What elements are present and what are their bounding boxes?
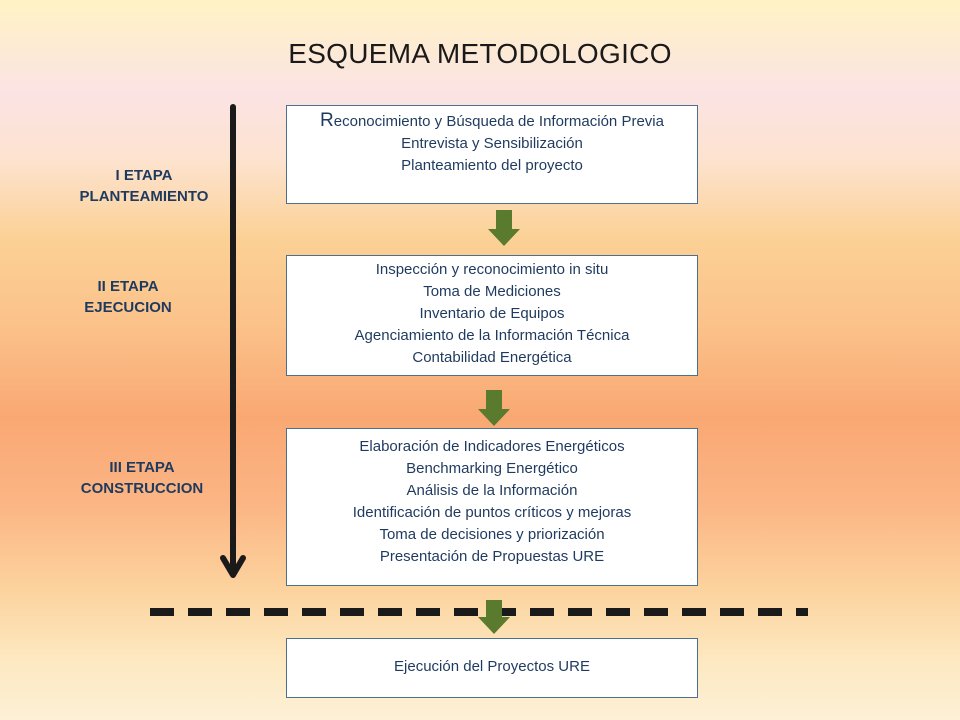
step-box-ejecucion-proyectos: Ejecución del Proyectos URE — [286, 638, 698, 698]
box-3-line-3: Análisis de la Información — [406, 482, 578, 499]
stage-1-name: PLANTEAMIENTO — [79, 188, 209, 205]
stage-3-label: III ETAPA CONSTRUCCION — [62, 457, 222, 499]
page-title: ESQUEMA METODOLOGICO — [288, 38, 672, 69]
timeline-arrow — [220, 104, 246, 578]
box-1-line-2: Entrevista y Sensibilización — [401, 135, 583, 152]
box-3-line-5: Toma de decisiones y priorización — [379, 526, 605, 543]
step-box-construccion: Elaboración de Indicadores Energéticos B… — [286, 428, 698, 586]
stage-2-label: II ETAPA EJECUCION — [50, 276, 206, 318]
box-3-line-1: Elaboración de Indicadores Energéticos — [359, 438, 625, 455]
box-3-line-6: Presentación de Propuestas URE — [379, 548, 605, 565]
box-1-line-3: Planteamiento del proyecto — [401, 157, 583, 174]
box-4-line-1: Ejecución del Proyectos URE — [394, 658, 590, 675]
box-3-line-4: Identificación de puntos críticos y mejo… — [352, 504, 632, 521]
flow-arrow-3 — [478, 600, 510, 634]
box-2-line-1: Inspección y reconocimiento in situ — [375, 261, 609, 278]
flow-arrow-2 — [478, 390, 510, 426]
box-1-line-1: Reconocimiento y Búsqueda de Información… — [287, 110, 697, 133]
box-3-line-2: Benchmarking Energético — [406, 460, 578, 477]
flow-arrow-1 — [488, 210, 520, 246]
stage-1-label: I ETAPA PLANTEAMIENTO — [62, 165, 226, 207]
step-box-planteamiento: Reconocimiento y Búsqueda de Información… — [286, 105, 698, 204]
stage-3-number: III ETAPA — [109, 459, 175, 476]
stage-2-name: EJECUCION — [84, 299, 172, 316]
step-box-ejecucion: Inspección y reconocimiento in situ Toma… — [286, 255, 698, 376]
box-1-first-letter: R — [320, 110, 334, 131]
box-2-line-5: Contabilidad Energética — [412, 349, 572, 366]
box-1-line-1-text: econocimiento y Búsqueda de Información … — [333, 113, 664, 130]
stage-2-number: II ETAPA — [97, 278, 159, 295]
stage-3-name: CONSTRUCCION — [80, 480, 204, 497]
box-2-line-2: Toma de Mediciones — [423, 283, 561, 300]
stage-1-number: I ETAPA — [115, 167, 173, 184]
box-2-line-4: Agenciamiento de la Información Técnica — [354, 327, 630, 344]
box-2-line-3: Inventario de Equipos — [419, 305, 565, 322]
